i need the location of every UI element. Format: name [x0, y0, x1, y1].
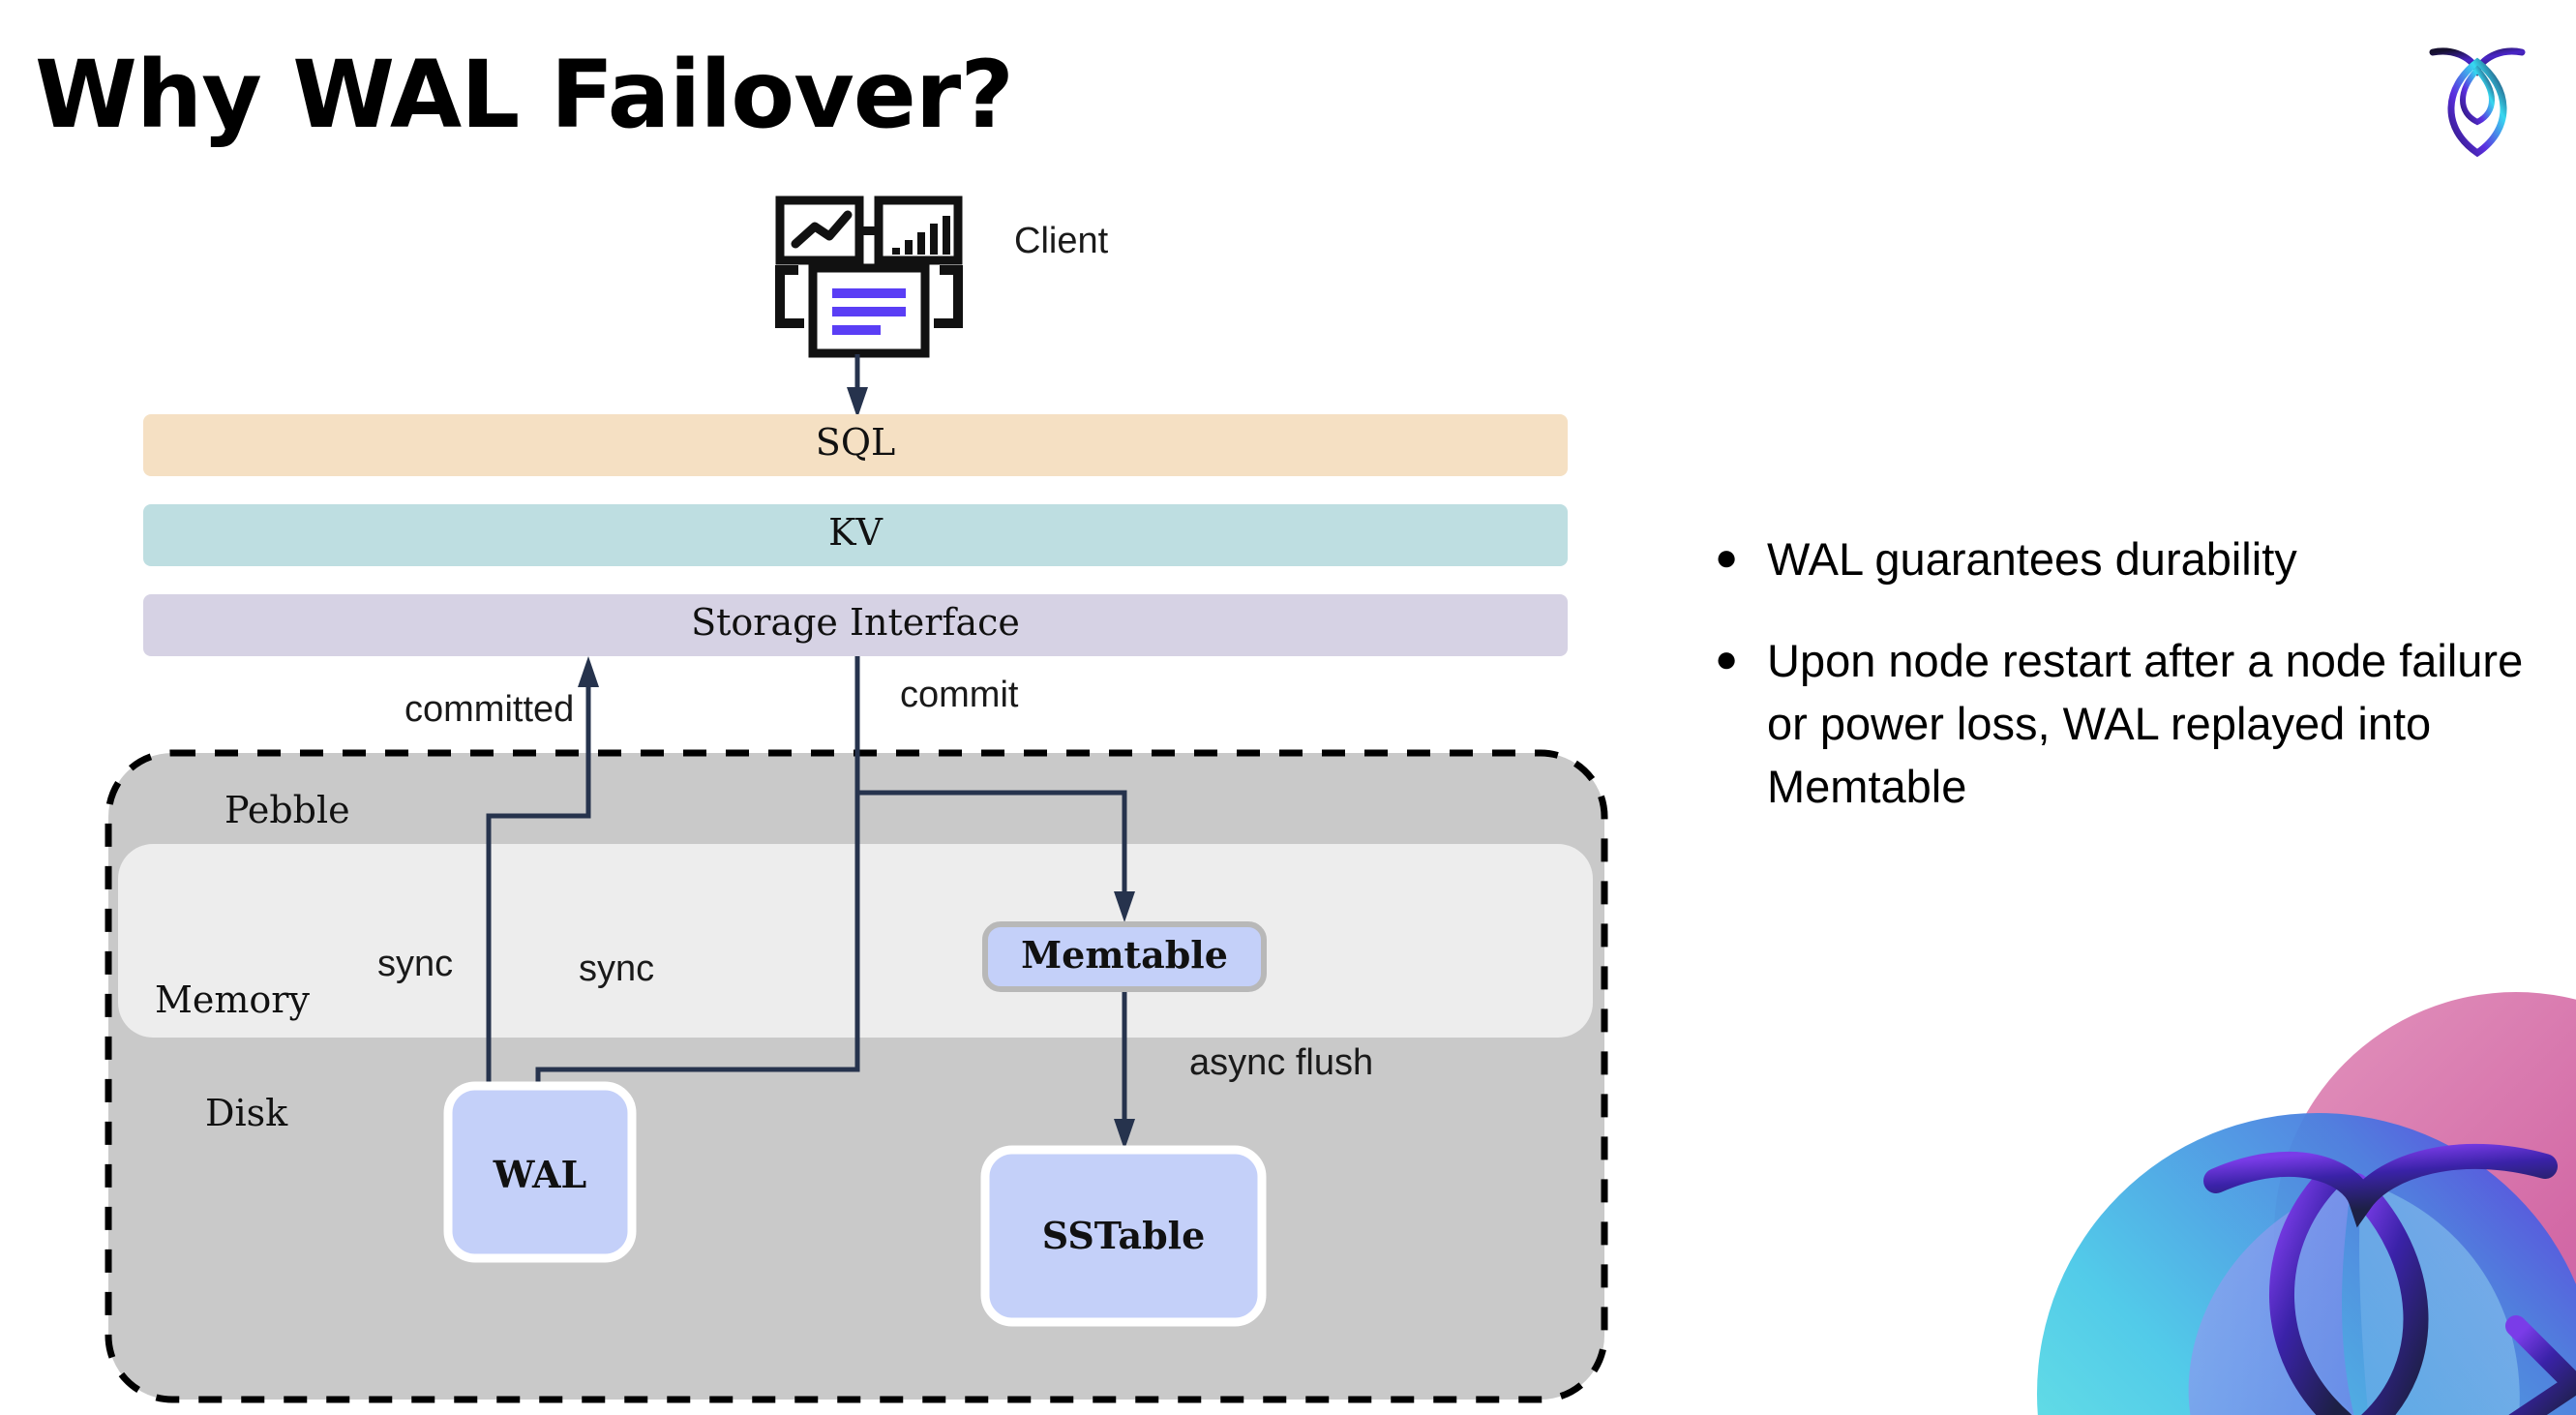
layer-sql-label: SQL — [816, 421, 895, 464]
edge-client-to-sql — [847, 354, 868, 418]
client-label: Client — [1014, 221, 1109, 261]
node-memtable[interactable]: Memtable — [982, 921, 1267, 992]
layer-kv-label: KV — [828, 511, 883, 554]
page-title: Why WAL Failover? — [35, 41, 1014, 149]
node-memtable-label: Memtable — [1021, 933, 1228, 977]
edge-memtable-to-sstable — [1114, 989, 1135, 1150]
edge-label-sync-commit: sync — [579, 948, 654, 989]
list-item: ● Upon node restart after a node failure… — [1705, 629, 2557, 818]
edge-label-sync-committed: sync — [377, 944, 453, 984]
bullet-list: ● WAL guarantees durability ● Upon node … — [1705, 527, 2557, 857]
layer-sql: SQL — [143, 414, 1568, 476]
edge-committed-to-storage — [486, 656, 599, 1115]
layer-kv: KV — [143, 504, 1568, 566]
node-sstable[interactable]: SSTable — [980, 1145, 1267, 1327]
bullet-text: WAL guarantees durability — [1767, 533, 2297, 585]
node-sstable-label: SSTable — [1042, 1214, 1206, 1257]
bullet-text: Upon node restart after a node failure o… — [1767, 635, 2524, 812]
bullet-marker-icon: ● — [1715, 638, 1739, 680]
pebble-label: Pebble — [225, 789, 350, 831]
memory-label: Memory — [155, 978, 310, 1021]
gradient-circles-artwork — [2037, 992, 2576, 1415]
list-item: ● WAL guarantees durability — [1705, 527, 2557, 590]
node-wal-label: WAL — [493, 1153, 586, 1196]
architecture-diagram: SQL KV Storage Interface Pebble Memory D… — [105, 196, 1608, 1403]
bullet-marker-icon: ● — [1715, 536, 1739, 579]
client-dashboard-icon — [775, 196, 963, 358]
layer-storage-interface-label: Storage Interface — [691, 601, 1020, 644]
edge-label-committed: committed — [404, 689, 574, 730]
edge-label-commit: commit — [900, 675, 1019, 715]
disk-label: Disk — [205, 1092, 288, 1134]
cockroachdb-logo — [2429, 47, 2526, 157]
node-wal[interactable]: WAL — [443, 1081, 637, 1263]
edge-label-async-flush: async flush — [1189, 1042, 1373, 1083]
layer-storage-interface: Storage Interface — [143, 594, 1568, 656]
